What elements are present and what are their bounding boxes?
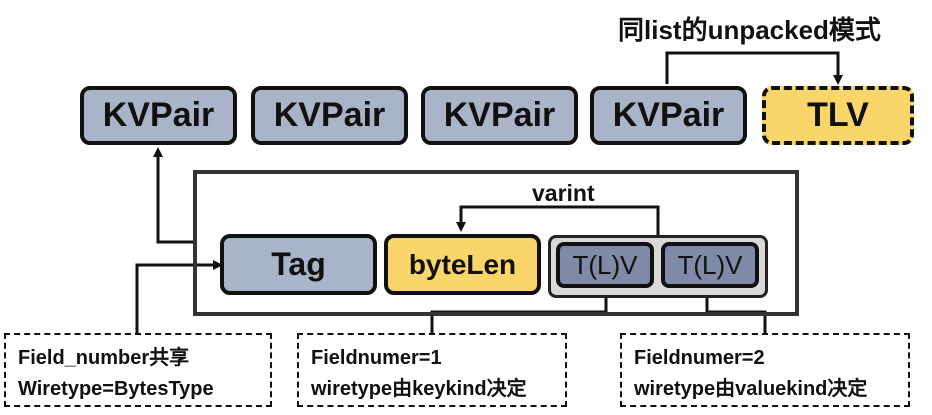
field-note-line-1: Field_number共享 <box>18 347 190 369</box>
key-note-line-2: wiretype由keykind决定 <box>311 378 527 400</box>
value-field-note: Fieldnumer=2 wiretype由valuekind决定 <box>620 333 910 407</box>
kvpair-box-4: KVPair <box>590 86 747 145</box>
value-note-line-1: Fieldnumer=2 <box>634 347 765 369</box>
field-note-to-tag-arrow <box>135 260 223 333</box>
tag-box: Tag <box>220 234 377 295</box>
key-field-note: Fieldnumer=1 wiretype由keykind决定 <box>297 333 567 407</box>
field-note-line-2: Wiretype=BytesType <box>18 378 214 400</box>
kvpair-box-1: KVPair <box>80 86 237 145</box>
field-number-note: Field_number共享 Wiretype=BytesType <box>4 333 272 407</box>
bytelen-box: byteLen <box>384 234 541 295</box>
title-to-tlv-arrow <box>665 51 843 85</box>
kvpair-box-2: KVPair <box>251 86 408 145</box>
tlv-item-2: T(L)V <box>661 242 759 288</box>
varint-label: varint <box>532 180 595 206</box>
kvpair-detail-frame <box>193 170 799 316</box>
key-note-line-1: Fieldnumer=1 <box>311 347 442 369</box>
tlv-item-1: T(L)V <box>556 242 654 288</box>
value-note-line-2: wiretype由valuekind决定 <box>634 378 868 400</box>
outer-to-kvpair-arrow <box>153 147 193 244</box>
kvpair-box-3: KVPair <box>421 86 578 145</box>
tlv-box: TLV <box>762 86 914 145</box>
unpacked-mode-title: 同list的unpacked模式 <box>618 15 881 45</box>
varint-arrow <box>456 205 660 235</box>
